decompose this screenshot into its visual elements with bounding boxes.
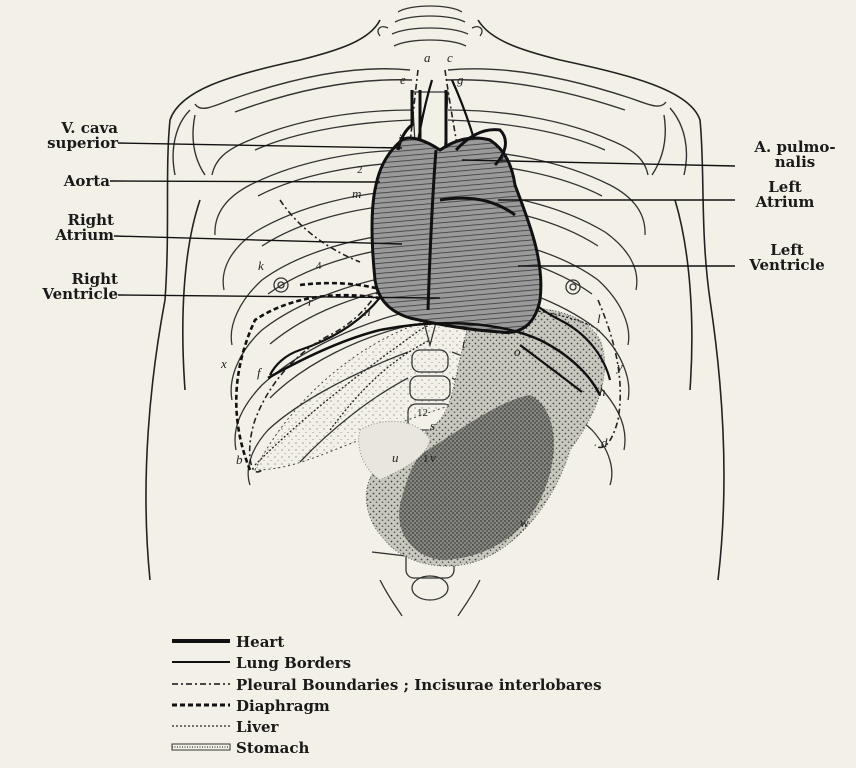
letter-a: a [424, 50, 431, 65]
rib-number-2: 2 [357, 164, 363, 176]
rib-number-12: 12 [417, 407, 428, 419]
letter-e: e [400, 72, 406, 87]
letter-p: p [500, 148, 508, 163]
letter-l: l [597, 311, 601, 326]
lung-line-swatch [170, 656, 232, 668]
letter-m: m [352, 186, 361, 201]
letter-s: s [430, 418, 435, 433]
letter-b: b [236, 452, 243, 467]
label-left-atrium: Left Atrium [740, 180, 830, 210]
heart-line-swatch [170, 635, 232, 647]
label-left-ventricle: Left Ventricle [732, 243, 842, 273]
legend-item-lung: Lung Borders [170, 653, 730, 674]
stomach-line-swatch [170, 741, 232, 753]
legend-label-diaphragm: Diaphragm [236, 697, 330, 715]
rib-number-4: 4 [316, 260, 322, 272]
legend-item-stomach: Stomach [170, 738, 730, 759]
letter-i: i [398, 131, 402, 146]
letter-y: y [615, 359, 623, 374]
legend-label-heart: Heart [236, 633, 284, 651]
legend-label-stomach: Stomach [236, 739, 309, 757]
legend-label-pleural: Pleural Boundaries ; Incisurae interloba… [236, 676, 602, 694]
letter-g: g [457, 72, 464, 87]
letter-w: w [520, 515, 529, 530]
pleural-line-swatch [170, 678, 232, 690]
legend-label-lung: Lung Borders [236, 654, 351, 672]
letter-n: n [364, 304, 371, 319]
label-right-ventricle: Right Ventricle [42, 272, 118, 302]
legend: Heart Lung Borders Pleural Boundaries ; … [170, 632, 730, 760]
legend-item-pleural: Pleural Boundaries ; Incisurae interloba… [170, 675, 730, 696]
liver-line-swatch [170, 720, 232, 732]
letter-v: v [430, 450, 436, 465]
letter-o: o [514, 344, 521, 359]
rib-number-1: 1 [423, 453, 429, 465]
legend-item-heart: Heart [170, 632, 730, 653]
legend-item-liver: Liver [170, 717, 730, 738]
diaphragm-line-swatch [170, 699, 232, 711]
legend-item-diaphragm: Diaphragm [170, 696, 730, 717]
letter-c: c [447, 50, 453, 65]
letter-u: u [392, 450, 399, 465]
letter-x: x [220, 356, 227, 371]
label-a-pulmonalis: A. pulmo- nalis [740, 140, 850, 170]
letter-t: t [462, 336, 466, 351]
label-right-atrium: Right Atrium [55, 213, 114, 243]
legend-label-liver: Liver [236, 718, 278, 736]
letter-f: f [257, 365, 263, 380]
label-v-cava-superior: V. cava superior [47, 121, 118, 151]
letter-h: h [599, 384, 606, 399]
letter-d: d [601, 435, 608, 450]
label-aorta: Aorta [64, 174, 110, 189]
letter-k: k [258, 258, 264, 273]
